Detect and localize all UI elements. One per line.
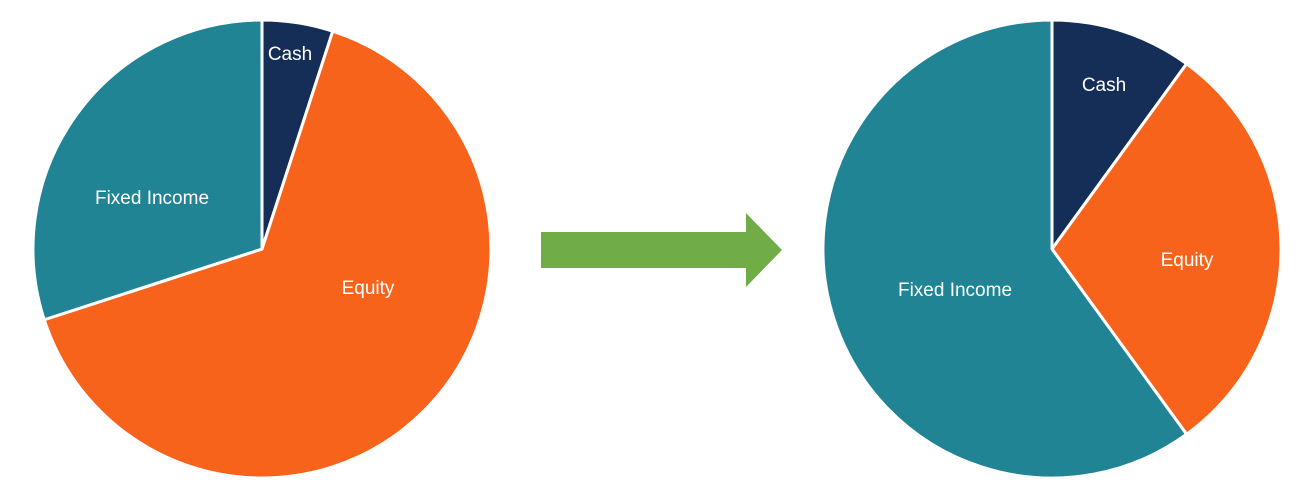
label-equity: Equity [1161, 250, 1214, 271]
label-fixed-income: Fixed Income [898, 280, 1012, 301]
slice-equity [1050, 62, 1283, 436]
slice-fixed-income [821, 18, 1189, 480]
pie-chart-current-allocation: Cash Equity Fixed Income [31, 18, 493, 480]
label-fixed-income: Fixed Income [95, 188, 209, 209]
right-arrow-icon [541, 213, 782, 287]
label-cash: Cash [268, 44, 312, 65]
slice-fixed-income [31, 18, 264, 322]
slice-cash [1050, 18, 1189, 251]
slice-equity [42, 29, 493, 480]
label-equity: Equity [342, 278, 395, 299]
pie-chart-target-allocation: Cash Equity Fixed Income [821, 18, 1283, 480]
label-cash: Cash [1082, 75, 1126, 96]
